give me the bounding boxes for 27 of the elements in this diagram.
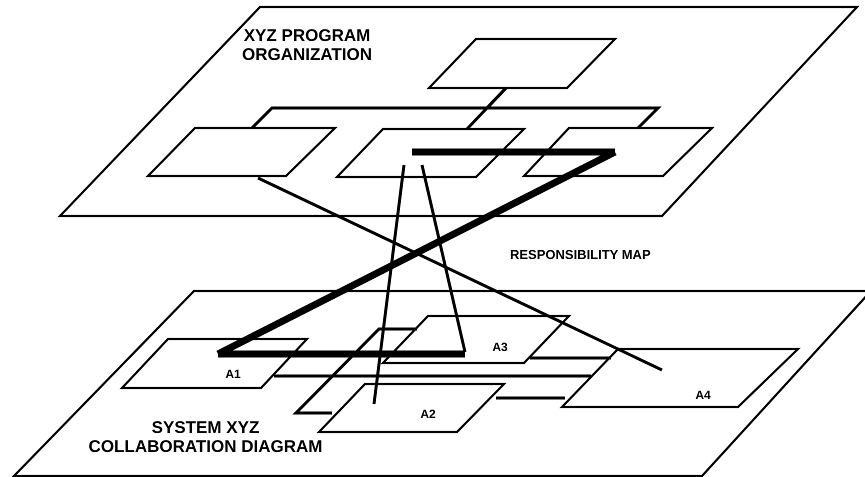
node-label: A1 (224, 367, 242, 381)
connector-line (257, 176, 663, 372)
parallelogram-box (524, 128, 712, 176)
connector-line (496, 396, 565, 400)
parallelogram-box (148, 128, 335, 176)
plane-box (60, 7, 857, 216)
node-label: A3 (491, 340, 509, 354)
connector-line (484, 86, 662, 130)
node-label: A2 (419, 407, 437, 421)
connector-line (420, 164, 466, 352)
connector-line (412, 148, 615, 156)
plane-box (383, 316, 569, 363)
plane-box (319, 384, 504, 432)
node-label: A4 (694, 388, 712, 402)
node-label: SYSTEM XYZ COLLABORATION DIAGRAM (88, 418, 324, 456)
plane-box (562, 349, 798, 407)
connector-line (274, 374, 591, 378)
map-label: RESPONSIBILITY MAP (510, 247, 651, 262)
connector-line (372, 164, 406, 404)
plane-box (14, 291, 865, 476)
connector-line (218, 350, 465, 358)
connector-line (530, 356, 611, 360)
node-label: XYZ PROGRAM ORGANIZATION (242, 26, 372, 64)
plane-box (122, 339, 307, 388)
connector-line (292, 328, 417, 414)
parallelogram-box (429, 39, 615, 88)
parallelogram-box (337, 129, 524, 177)
